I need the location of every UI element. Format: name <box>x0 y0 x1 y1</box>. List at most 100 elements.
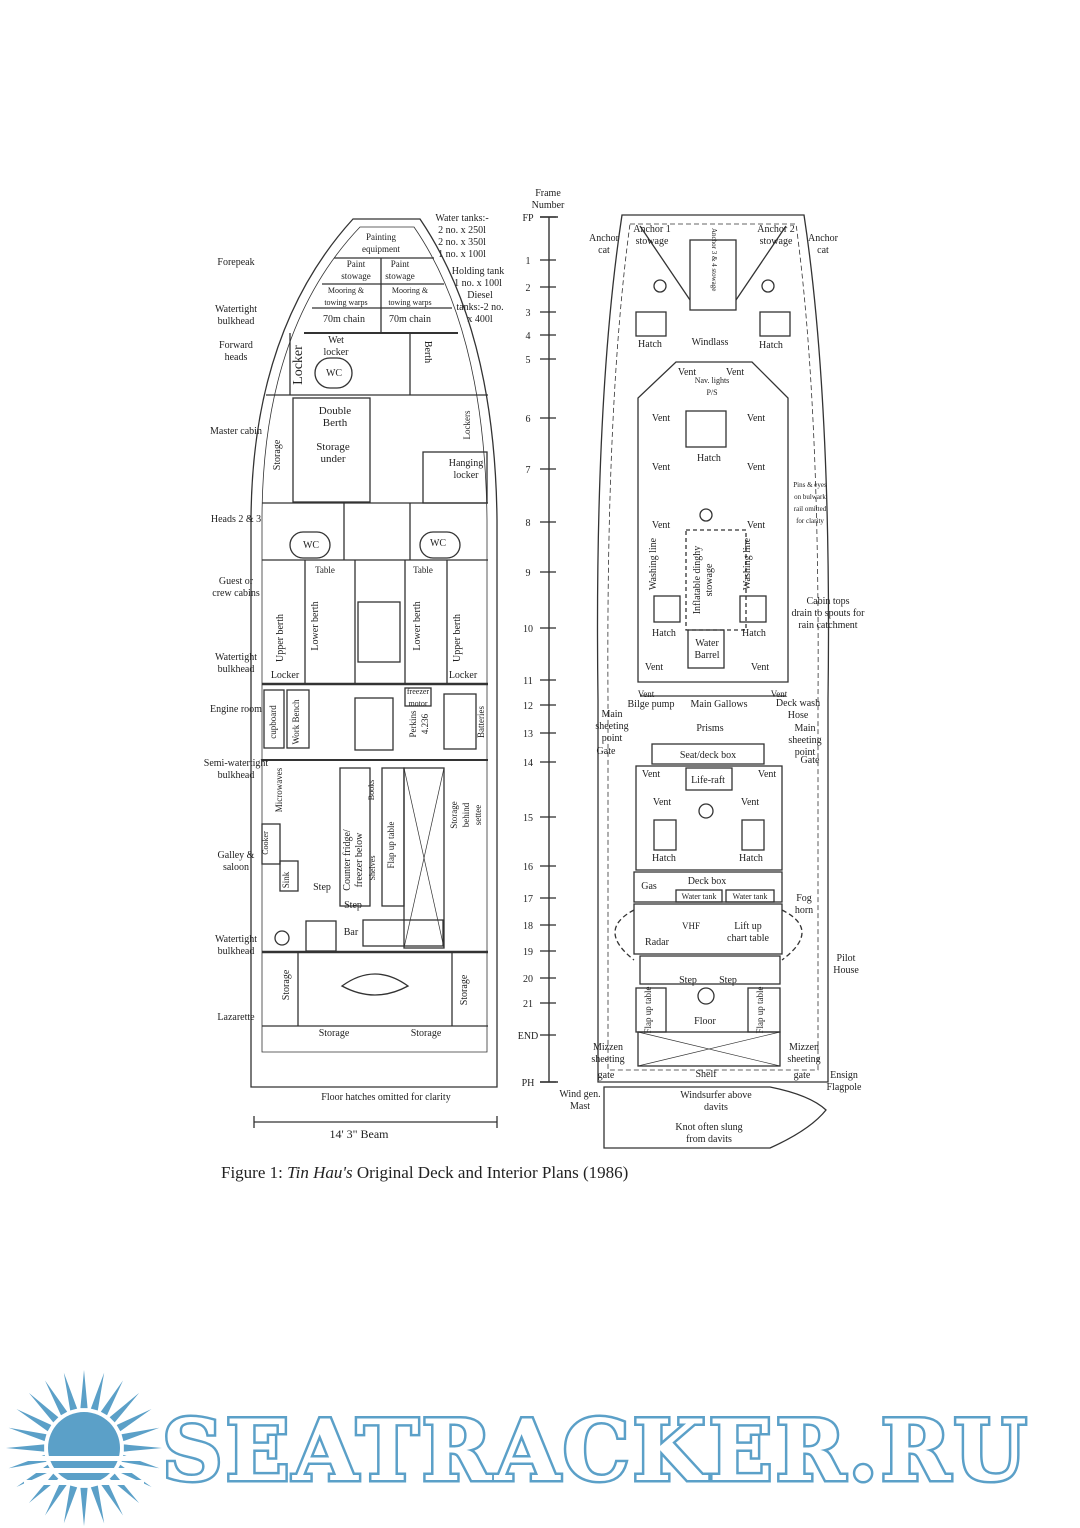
interior-side-label: Galley &saloon <box>218 850 255 873</box>
deck-wind_gen: Wind gen.Mast <box>559 1089 600 1112</box>
interior-chain_right: 70m chain <box>389 314 431 325</box>
interior-storage: Storage <box>272 439 283 470</box>
sun-ray <box>80 1487 88 1526</box>
deck-hatch-6: Hatch <box>652 853 676 864</box>
deck-windlass: Windlass <box>692 337 729 348</box>
frame-tick-label: 1 <box>526 256 531 267</box>
interior-microwaves: Microwaves <box>274 767 284 812</box>
interior-upper_berth: Upper berth <box>275 614 286 662</box>
deck-hull-outline <box>596 214 830 1083</box>
interior-side-label: Heads 2 & 3 <box>211 514 261 525</box>
deck-vent-14: Vent <box>758 769 777 780</box>
interior-step-2: Step <box>344 900 362 911</box>
deck-radar: Radar <box>645 937 670 948</box>
sun-ray <box>45 1480 68 1516</box>
deck-gate_small: gate <box>598 1070 615 1081</box>
interior-plan <box>250 218 498 1128</box>
deck-bilge_pump: Bilge pump <box>628 699 675 710</box>
deck-hatch-5: Hatch <box>742 628 766 639</box>
interior-table: Table <box>315 565 335 575</box>
deck-hatch-3: Hatch <box>697 453 721 464</box>
deck-step-2: Step <box>719 975 737 986</box>
frame-tick-label: 6 <box>526 414 531 425</box>
interior-step: Step <box>313 882 331 893</box>
interior-storage-4: Storage <box>319 1028 350 1039</box>
deck-vent-6: Vent <box>747 462 766 473</box>
interior-storage-2: Storage <box>281 969 292 1000</box>
deck-hatch-4: Hatch <box>652 628 676 639</box>
interior-inner-hull <box>261 226 488 1053</box>
frame-tick-label: FP <box>522 213 534 224</box>
frame-tick-label: 14 <box>523 758 533 769</box>
deck-flap-up-table-2: Flap up table <box>755 987 765 1034</box>
interior-sink: Sink <box>281 871 291 888</box>
deck-vent-8: Vent <box>747 520 766 531</box>
deck-vent-3: Vent <box>652 413 671 424</box>
interior-side-label: Lazarette <box>217 1012 255 1023</box>
sun-ray <box>8 1427 47 1442</box>
deck-dinghy: Inflatable dinghystowage <box>692 546 715 615</box>
frame-tick-label: 4 <box>526 331 531 342</box>
frame-tick-label: 5 <box>526 355 531 366</box>
deck-vhf: VHF <box>682 921 700 931</box>
interior-storage-5: Storage <box>411 1028 442 1039</box>
interior-locker-3: Locker <box>449 670 478 681</box>
interior-mooring_right: Mooring &towing warps <box>388 286 431 307</box>
deck-main_gallows: Main Gallows <box>691 699 748 710</box>
sun-ray <box>123 1444 162 1452</box>
deck-water-tank-2: Water tank <box>733 892 768 901</box>
deck-gate: Gate <box>597 746 616 757</box>
frame-tick-label: 19 <box>523 947 533 958</box>
frame-tick-label: 2 <box>526 283 531 294</box>
deck-vent-7: Vent <box>652 520 671 531</box>
interior-batteries: Batteries <box>476 706 486 738</box>
interior-side-label: Engine room <box>210 704 262 715</box>
frame-tick-label: 8 <box>526 518 531 529</box>
deck-step: Step <box>679 975 697 986</box>
caption-prefix: Figure 1: <box>221 1163 288 1182</box>
sun-icon <box>6 1370 162 1526</box>
frame-tick-label: 17 <box>523 894 533 905</box>
deck-hatch-7: Hatch <box>739 853 763 864</box>
deck-vent-2: Vent <box>726 367 745 378</box>
interior-lockers: Lockers <box>462 410 472 439</box>
deck-gate-small-2: gate <box>794 1070 811 1081</box>
interior-beam: 14' 3" Beam <box>329 1127 389 1141</box>
frame-tick-label: 11 <box>523 676 533 687</box>
interior-work_bench: Work Bench <box>291 699 301 745</box>
deck-deck_box: Deck box <box>688 876 727 887</box>
deck-shelf: Shelf <box>695 1069 717 1080</box>
frame-tick-label: 21 <box>523 999 533 1010</box>
interior-locker-2: Locker <box>271 670 300 681</box>
figure-caption: Figure 1: Tin Hau's Original Deck and In… <box>221 1163 628 1183</box>
frame-tick-label: 13 <box>523 729 533 740</box>
caption-rest: Original Deck and Interior Plans (1986) <box>352 1163 629 1182</box>
deck-hatch: Hatch <box>638 339 662 350</box>
sun-ray <box>116 1409 152 1432</box>
interior-table-2: Table <box>413 565 433 575</box>
frame-tick-label: 20 <box>523 974 533 985</box>
